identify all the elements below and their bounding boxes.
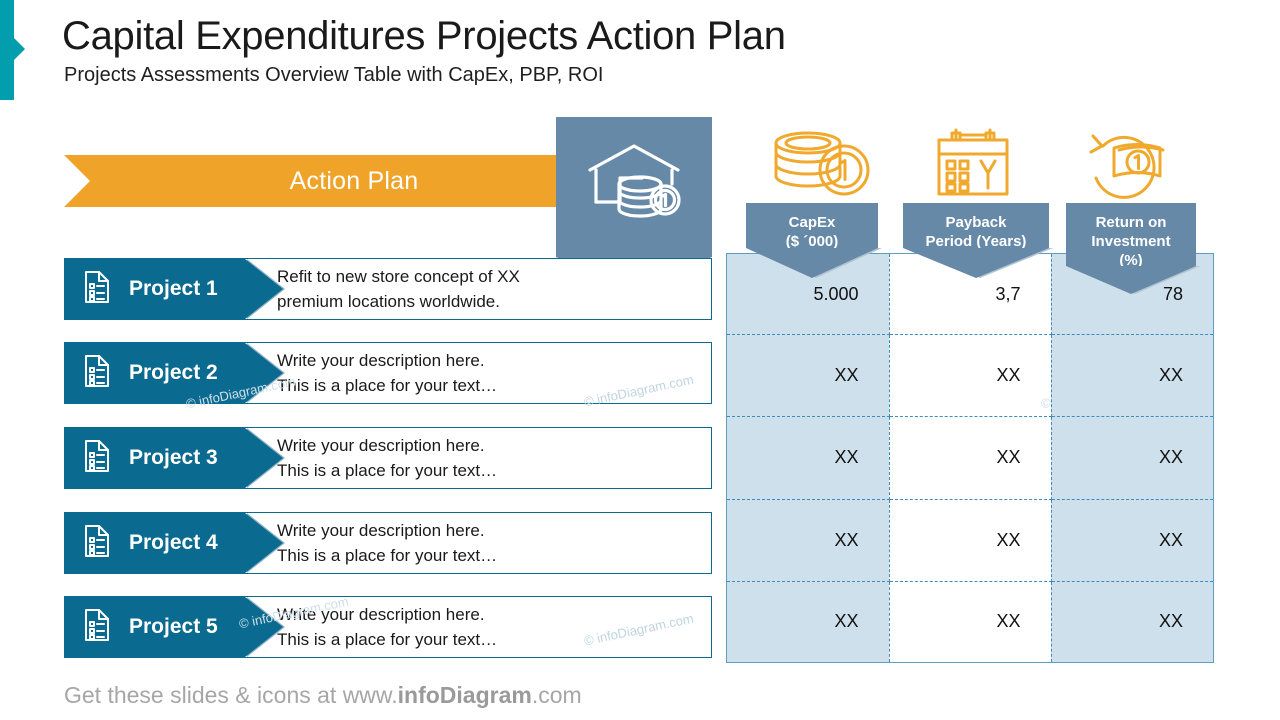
footer-promo[interactable]: Get these slides & icons at www.infoDiag…: [64, 682, 582, 709]
payback-column-header: Payback Period (Years): [903, 203, 1049, 250]
document-checklist-icon: [83, 608, 111, 647]
project-tag: Project 4: [65, 513, 245, 573]
footer-suffix: .com: [531, 682, 582, 708]
project-tag: Project 5: [65, 597, 245, 657]
cell-payback[interactable]: XX: [889, 581, 1052, 662]
table-row[interactable]: XX XX XX: [727, 416, 1213, 500]
project-description: Write your description here. This is a p…: [277, 597, 497, 657]
cell-roi[interactable]: XX: [1051, 581, 1213, 662]
page-subtitle: Projects Assessments Overview Table with…: [64, 64, 604, 86]
project-row-5[interactable]: Project 5 Write your description here. T…: [64, 596, 712, 658]
project-tag: Project 3: [65, 428, 245, 488]
capex-header-line2: ($ ´000): [785, 233, 839, 250]
cell-capex[interactable]: XX: [727, 499, 890, 582]
document-checklist-icon: [83, 270, 111, 309]
project-row-3[interactable]: Project 3 Write your description here. T…: [64, 427, 712, 489]
project-tag: Project 1: [65, 259, 245, 319]
payback-header-line1: Payback: [945, 214, 1007, 231]
left-accent-bar: [0, 0, 14, 100]
project-tag: Project 2: [65, 343, 245, 403]
project-label: Project 5: [129, 615, 218, 638]
project-label: Project 1: [129, 277, 218, 300]
roi-column-header: Return on Investment (%): [1066, 203, 1196, 269]
project-label: Project 4: [129, 531, 218, 554]
document-checklist-icon: [83, 354, 111, 393]
cell-roi[interactable]: XX: [1051, 416, 1213, 500]
cell-roi[interactable]: XX: [1051, 334, 1213, 418]
document-checklist-icon: [83, 524, 111, 563]
project-description-line1: Write your description here.: [277, 436, 485, 455]
payback-header-line2: Period (Years): [925, 233, 1027, 250]
metrics-table[interactable]: 5.000 3,7 78 XX XX XX XX XX XX XX XX: [726, 253, 1214, 663]
project-description-line1: Write your description here.: [277, 351, 485, 370]
project-description: Write your description here. This is a p…: [277, 343, 497, 403]
project-description: Write your description here. This is a p…: [277, 428, 497, 488]
footer-prefix: Get these slides & icons at www.: [64, 682, 398, 708]
cell-roi[interactable]: XX: [1051, 499, 1213, 582]
footer-brand: infoDiagram: [397, 682, 532, 708]
capex-card: [556, 117, 712, 257]
project-description: Write your description here. This is a p…: [277, 513, 497, 573]
cell-payback[interactable]: XX: [889, 416, 1052, 500]
capex-column-header: CapEx ($ ´000): [746, 203, 878, 250]
project-description-line2: This is a place for your text…: [277, 461, 498, 480]
money-return-icon: [1073, 124, 1189, 202]
calendar-year-icon: [925, 124, 1020, 202]
roi-header-line2: Investment: [1091, 233, 1171, 250]
roi-header-line3: (%): [1119, 252, 1143, 269]
project-description-line1: Refit to new store concept of XX: [277, 267, 520, 286]
project-description-line2: This is a place for your text…: [277, 546, 498, 565]
warehouse-coins-icon: [584, 140, 684, 230]
project-label: Project 3: [129, 446, 218, 469]
project-row-1[interactable]: Project 1 Refit to new store concept of …: [64, 258, 712, 320]
cell-payback[interactable]: XX: [889, 334, 1052, 418]
action-plan-label: Action Plan: [289, 166, 419, 195]
table-row[interactable]: XX XX XX: [727, 334, 1213, 418]
coins-stack-icon: [762, 124, 878, 202]
cell-capex[interactable]: XX: [727, 334, 890, 418]
project-description-line2: premium locations worldwide.: [277, 292, 500, 311]
cell-payback[interactable]: XX: [889, 499, 1052, 582]
table-row[interactable]: XX XX XX: [727, 581, 1213, 662]
project-description-line1: Write your description here.: [277, 605, 485, 624]
action-plan-ribbon[interactable]: Action Plan: [64, 155, 644, 207]
page-title: Capital Expenditures Projects Action Pla…: [62, 14, 786, 58]
capex-header-line1: CapEx: [788, 214, 836, 231]
project-description-line2: This is a place for your text…: [277, 376, 498, 395]
roi-header-line1: Return on: [1095, 214, 1167, 231]
project-row-2[interactable]: Project 2 Write your description here. T…: [64, 342, 712, 404]
document-checklist-icon: [83, 439, 111, 478]
project-label: Project 2: [129, 361, 218, 384]
cell-capex[interactable]: XX: [727, 416, 890, 500]
project-description-line1: Write your description here.: [277, 521, 485, 540]
left-accent-arrow-icon: [14, 38, 25, 60]
project-description-line2: This is a place for your text…: [277, 630, 498, 649]
table-row[interactable]: XX XX XX: [727, 499, 1213, 582]
project-row-4[interactable]: Project 4 Write your description here. T…: [64, 512, 712, 574]
cell-capex[interactable]: XX: [727, 581, 890, 662]
project-description: Refit to new store concept of XX premium…: [277, 259, 520, 319]
